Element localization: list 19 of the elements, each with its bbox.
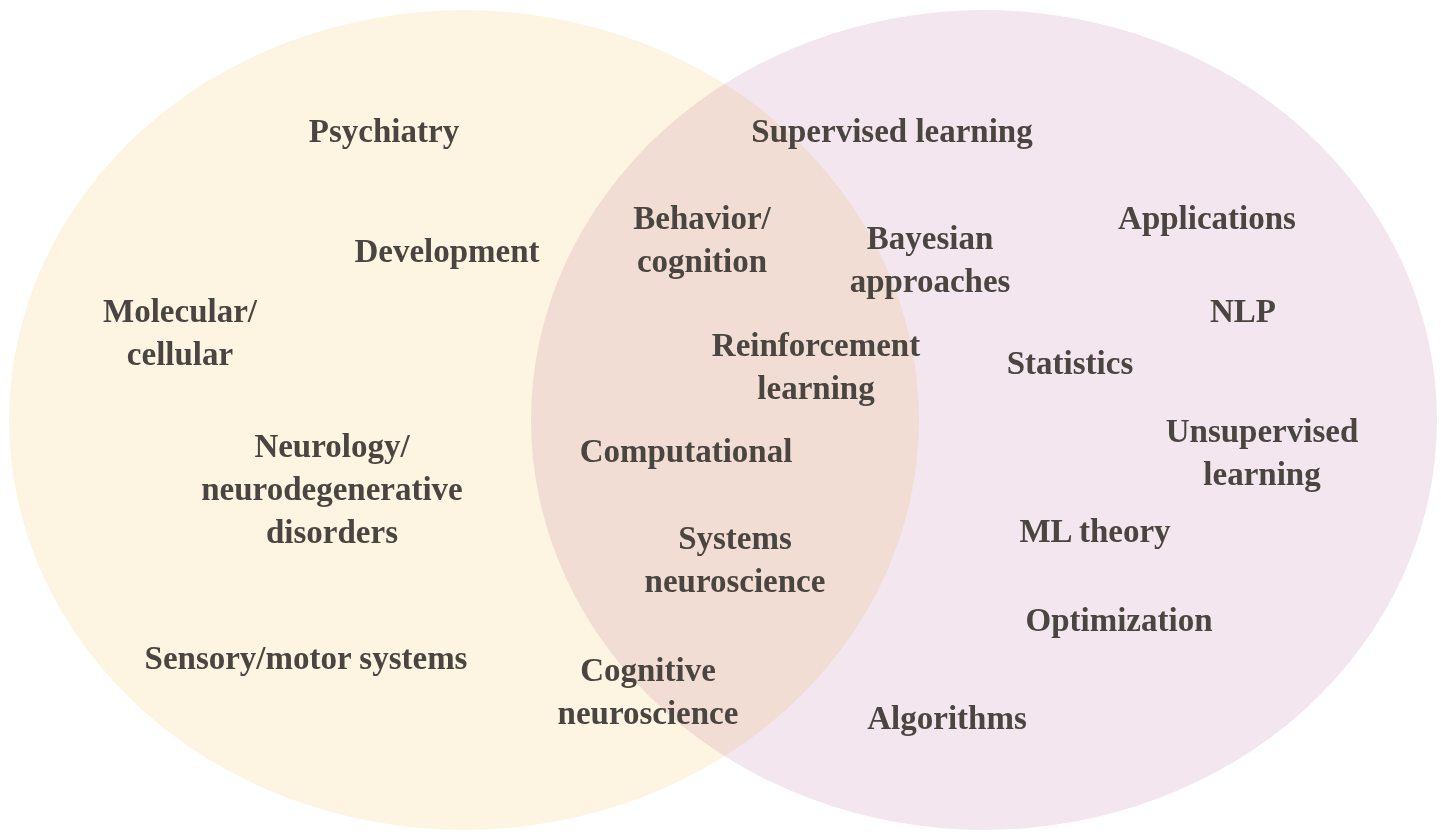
topic-label: Development bbox=[354, 232, 540, 271]
topic-label: Applications bbox=[1118, 199, 1296, 238]
topic-label: Unsupervised learning bbox=[1165, 412, 1359, 494]
topic-label: Molecular/ cellular bbox=[102, 292, 258, 374]
topic-label: Neurology/ neurodegenerative disorders bbox=[200, 427, 464, 552]
topic-label: Computational bbox=[579, 432, 793, 471]
topic-label: Systems neuroscience bbox=[643, 519, 827, 601]
topic-label: Psychiatry bbox=[308, 112, 460, 151]
topic-label: Sensory/motor systems bbox=[144, 639, 468, 678]
topic-label: ML theory bbox=[1019, 512, 1171, 551]
topic-label: Behavior/ cognition bbox=[632, 199, 772, 281]
topic-label: Supervised learning bbox=[751, 112, 1033, 151]
topic-label: Statistics bbox=[1006, 344, 1134, 383]
topic-label: Reinforcement learning bbox=[710, 326, 922, 408]
topic-label: Bayesian approaches bbox=[848, 219, 1012, 301]
topic-label: Cognitive neuroscience bbox=[556, 651, 740, 733]
topic-label: Algorithms bbox=[867, 699, 1027, 738]
topic-label: NLP bbox=[1210, 292, 1276, 331]
topic-label: Optimization bbox=[1025, 601, 1213, 640]
